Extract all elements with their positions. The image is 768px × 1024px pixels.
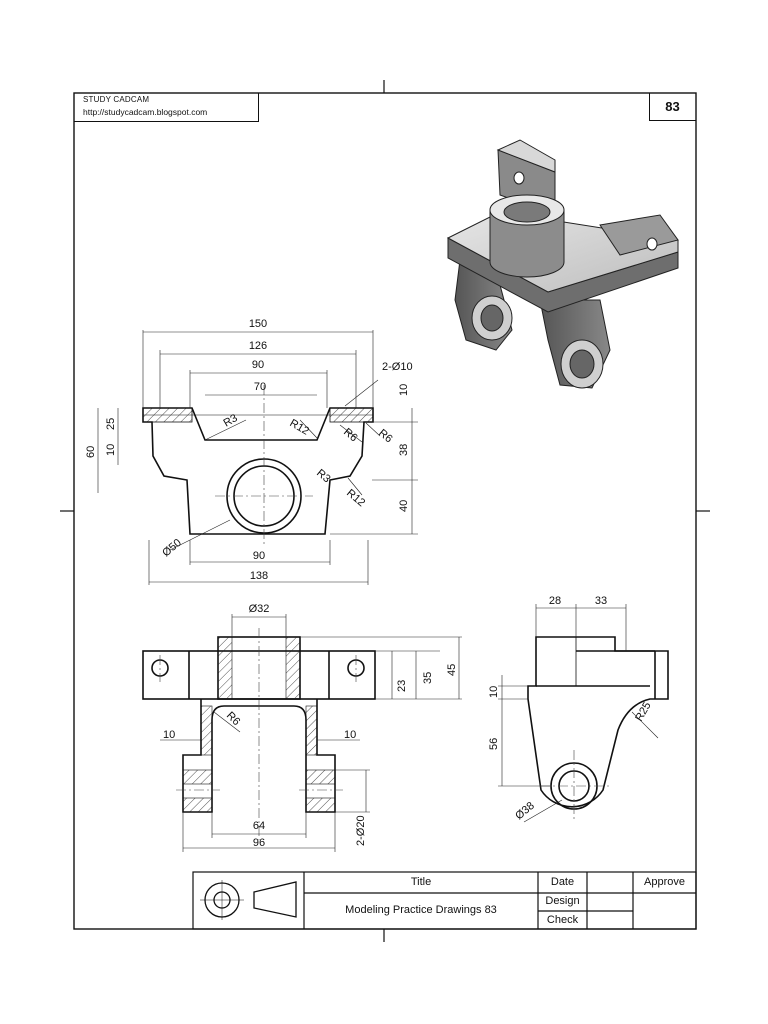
top-view-hatch	[142, 407, 374, 423]
dim-10-front-right: 10	[344, 729, 356, 741]
dim-25: 25	[105, 418, 117, 430]
front-view-dim-lines	[160, 614, 462, 852]
approve-label: Approve	[644, 876, 685, 888]
dim-r6-b: R6	[376, 427, 394, 445]
sheet-number-box	[649, 93, 696, 121]
date-label: Date	[550, 876, 575, 888]
dim-90-top: 90	[252, 359, 264, 371]
top-view-dimensions: 150 126 90 70 2-Ø10 10 R3 R12 R6 R6 38 R…	[85, 318, 413, 582]
brand-url[interactable]: http://studycadcam.blogspot.com	[83, 107, 208, 117]
dim-dia32: Ø32	[249, 603, 270, 615]
dim-90-bottom: 90	[253, 550, 265, 562]
top-view	[142, 407, 374, 535]
dim-r6-a: R6	[341, 426, 359, 444]
dim-45: 45	[446, 664, 458, 676]
dim-10-front-left: 10	[163, 729, 175, 741]
dim-r6-front: R6	[224, 710, 242, 728]
dim-40: 40	[398, 500, 410, 512]
title-block	[192, 871, 697, 930]
dim-33: 33	[595, 595, 607, 607]
front-view-centerlines	[159, 628, 357, 840]
design-label: Design	[545, 895, 580, 907]
dim-2-dia10: 2-Ø10	[382, 361, 413, 373]
dim-70: 70	[254, 381, 266, 393]
dim-138: 138	[250, 570, 268, 582]
sheet-number: 83	[665, 99, 680, 114]
sheet-border	[73, 92, 697, 930]
side-view-centerlines	[540, 750, 610, 820]
dim-10-right: 10	[398, 384, 410, 396]
dim-r25: R25	[633, 700, 653, 723]
dim-r12-b: R12	[344, 487, 367, 509]
dim-96: 96	[253, 837, 265, 849]
isometric-view	[446, 139, 679, 389]
dim-150: 150	[249, 318, 267, 330]
dim-35: 35	[422, 672, 434, 684]
dim-r12-a: R12	[288, 417, 311, 437]
dim-10-side: 10	[488, 686, 500, 698]
check-label: Check	[546, 914, 579, 926]
dim-dia38: Ø38	[513, 800, 537, 823]
front-view-hatch	[182, 636, 336, 813]
dim-28: 28	[549, 595, 561, 607]
dim-38: 38	[398, 444, 410, 456]
side-view	[527, 636, 669, 810]
dim-2-dia20: 2-Ø20	[355, 815, 367, 846]
side-view-dimensions: 28 33 10 R25 56 Ø38	[488, 595, 654, 822]
dim-56: 56	[488, 738, 500, 750]
dim-23: 23	[396, 680, 408, 692]
top-view-dim-lines	[97, 330, 418, 585]
dim-10-left: 10	[105, 444, 117, 456]
title-value: Modeling Practice Drawings 83	[345, 904, 497, 916]
title-label: Title	[410, 876, 432, 888]
center-marks	[60, 80, 710, 942]
brand-box	[74, 93, 259, 122]
brand-name: STUDY CADCAM	[83, 95, 150, 104]
dim-126: 126	[249, 340, 267, 352]
dim-dia50: Ø50	[160, 537, 184, 560]
projection-symbol	[200, 880, 297, 920]
top-view-centerlines	[215, 385, 313, 545]
dim-60: 60	[85, 446, 97, 458]
side-view-dim-lines	[498, 604, 659, 823]
dim-64: 64	[253, 820, 265, 832]
